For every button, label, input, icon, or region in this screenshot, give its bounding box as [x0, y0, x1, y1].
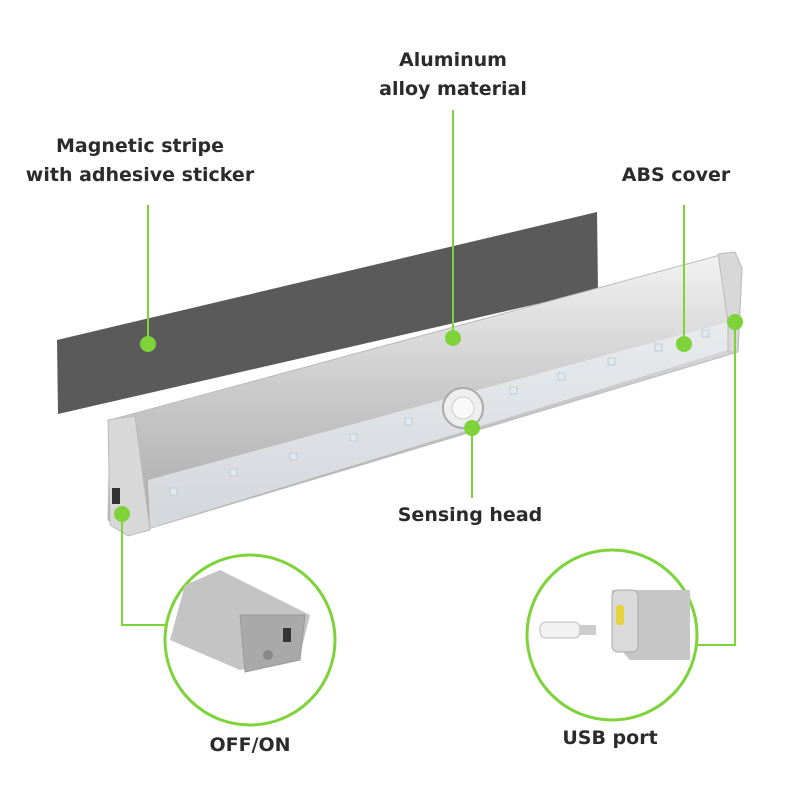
label-off-on: OFF/ON: [209, 734, 291, 756]
usb-detail-circle: [525, 548, 699, 722]
callout-dots: [114, 314, 743, 522]
label-sensing-head: Sensing head: [397, 504, 543, 526]
label-aluminum: Aluminum alloy material: [379, 46, 527, 104]
switch-detail-circle: [163, 553, 337, 727]
switch: [112, 488, 120, 504]
callout-lines: [121, 110, 736, 646]
label-aluminum-line1: Aluminum: [399, 49, 507, 71]
led-panel: [148, 322, 728, 528]
end-cap-left: [107, 415, 151, 537]
label-magnetic-stripe: Magnetic stripe with adhesive sticker: [26, 132, 254, 190]
led-dots: [169, 329, 710, 496]
label-aluminum-line2: alloy material: [379, 78, 527, 100]
label-magnetic-line2: with adhesive sticker: [25, 164, 255, 186]
label-magnetic-line1: Magnetic stripe: [56, 135, 224, 157]
magnetic-stripe: [57, 212, 598, 414]
label-abs-cover: ABS cover: [621, 164, 731, 186]
label-usb-port: USB port: [562, 727, 658, 749]
